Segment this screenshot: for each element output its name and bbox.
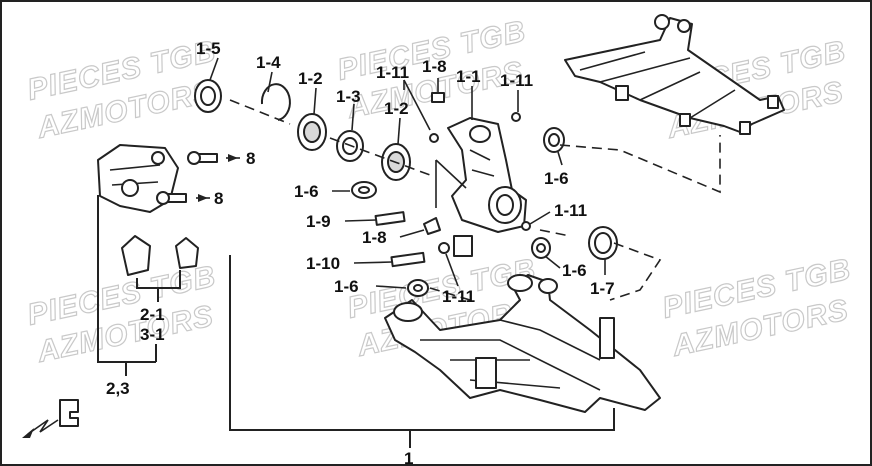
label-1-8-mid: 1-8: [362, 228, 387, 247]
label-1-5: 1-5: [196, 39, 221, 58]
label-1-6-low: 1-6: [562, 261, 587, 280]
label-1-11-low: 1-11: [442, 287, 475, 306]
label-2-3: 2,3: [106, 379, 130, 398]
label-2-1: 2-1: [140, 305, 165, 324]
grouping-brackets: [97, 195, 615, 448]
label-1-2-left: 1-2: [298, 69, 323, 88]
label-8-upper: 8: [246, 149, 255, 168]
front-direction-arrow-icon: [22, 399, 79, 438]
upper-a-arm: [564, 14, 785, 135]
label-1-1: 1-1: [456, 67, 481, 86]
label-8-lower: 8: [214, 189, 223, 208]
lower-swing-arm: [384, 274, 661, 413]
label-1-8-top: 1-8: [422, 57, 447, 76]
label-1-10: 1-10: [306, 254, 340, 273]
label-1-6-right: 1-6: [544, 169, 569, 188]
label-1-9: 1-9: [306, 212, 331, 231]
brake-pads: [121, 235, 199, 276]
label-1-6-left: 1-6: [334, 277, 359, 296]
label-1-main: 1: [404, 449, 413, 466]
label-1-11-mid: 1-11: [554, 201, 587, 220]
label-1-4: 1-4: [256, 53, 281, 72]
label-1-6-mid: 1-6: [294, 182, 319, 201]
small-hardware: [351, 92, 618, 297]
label-1-2-right: 1-2: [384, 99, 409, 118]
bolt-label-arrows: [198, 154, 238, 202]
label-1-11-top: 1-11: [376, 63, 409, 82]
label-3-1: 3-1: [140, 325, 165, 344]
label-1-11-right: 1-11: [500, 71, 533, 90]
assembly-centerlines: [229, 99, 721, 301]
label-1-7: 1-7: [590, 279, 615, 298]
label-1-3: 1-3: [336, 87, 361, 106]
caliper-bolts: [156, 151, 218, 205]
knuckle-assembly: [447, 117, 527, 233]
part-labels: 1-5 1-4 1-2 1-3 1-2 1-11 1-8 1-1 1-11 8 …: [106, 39, 615, 466]
